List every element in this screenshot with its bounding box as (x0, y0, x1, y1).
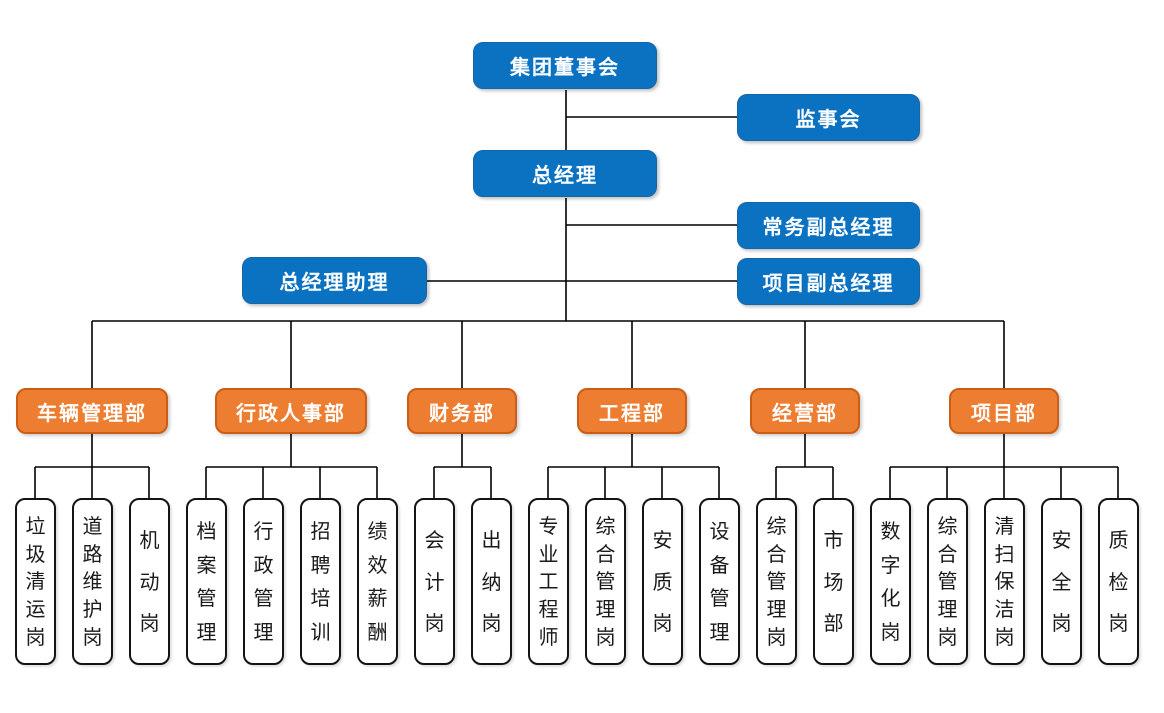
pos-general-admin-ops: 综合管理岗 (756, 498, 797, 665)
pos-safety-quality: 安质岗 (642, 498, 683, 665)
pos-cashier: 出纳岗 (471, 498, 512, 665)
node-executive-deputy-gm: 常务副总经理 (737, 202, 920, 249)
dept-operations: 经营部 (750, 388, 860, 434)
pos-general-admin-eng: 综合管理岗 (585, 498, 626, 665)
pos-waste-clearance: 垃圾清运岗 (15, 498, 56, 665)
node-general-manager: 总经理 (473, 150, 657, 197)
node-supervisory-board: 监事会 (737, 94, 920, 141)
dept-project: 项目部 (949, 388, 1059, 434)
pos-digitalization: 数字化岗 (870, 498, 911, 665)
pos-cleaning: 清扫保洁岗 (984, 498, 1025, 665)
pos-general-admin-proj: 综合管理岗 (927, 498, 968, 665)
pos-quality-inspection: 质检岗 (1098, 498, 1139, 665)
pos-market: 市场部 (813, 498, 854, 665)
pos-road-maintenance: 道路维护岗 (72, 498, 113, 665)
node-gm-assistant: 总经理助理 (242, 257, 427, 304)
pos-admin-management: 行政管理 (243, 498, 284, 665)
pos-accounting: 会计岗 (414, 498, 455, 665)
dept-vehicle-management: 车辆管理部 (16, 388, 168, 434)
pos-equipment-management: 设备管理 (699, 498, 740, 665)
dept-finance: 财务部 (407, 388, 517, 434)
pos-safety: 安全岗 (1041, 498, 1082, 665)
pos-performance-pay: 绩效薪酬 (357, 498, 398, 665)
node-project-deputy-gm: 项目副总经理 (737, 258, 920, 305)
dept-engineering: 工程部 (577, 388, 687, 434)
pos-mobile-duty: 机动岗 (129, 498, 170, 665)
pos-professional-engineer: 专业工程师 (528, 498, 569, 665)
pos-archives-management: 档案管理 (186, 498, 227, 665)
dept-admin-hr: 行政人事部 (215, 388, 367, 434)
pos-recruit-training: 招聘培训 (300, 498, 341, 665)
node-group-board: 集团董事会 (473, 42, 657, 89)
